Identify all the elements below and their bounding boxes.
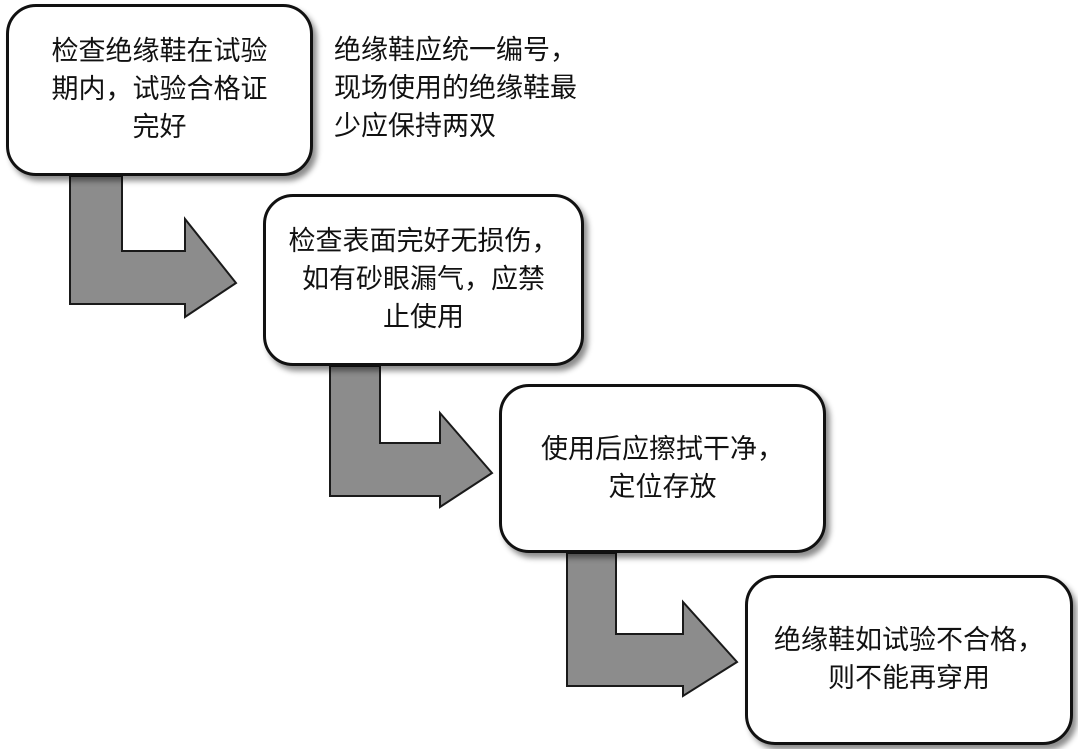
step-box-2: 检查表面完好无损伤， 如有砂眼漏气，应禁 止使用 [263, 194, 584, 366]
note-text: 绝缘鞋应统一编号， 现场使用的绝缘鞋最 少应保持两双 [334, 35, 577, 142]
flow-arrow-2 [329, 365, 494, 509]
step-box-3: 使用后应擦拭干净， 定位存放 [499, 384, 826, 553]
step-box-1: 检查绝缘鞋在试验 期内，试验合格证 完好 [6, 4, 313, 176]
step-2-text: 检查表面完好无损伤， 如有砂眼漏气，应禁 止使用 [288, 226, 559, 333]
step-1-text: 检查绝缘鞋在试验 期内，试验合格证 完好 [51, 36, 268, 143]
flow-arrow-1 [69, 175, 238, 319]
flow-arrow-3 [566, 552, 739, 698]
step-3-text: 使用后应擦拭干净， 定位存放 [541, 433, 784, 503]
step-box-4: 绝缘鞋如试验不合格， 则不能再穿用 [745, 575, 1073, 745]
step-4-text: 绝缘鞋如试验不合格， 则不能再穿用 [774, 625, 1044, 694]
